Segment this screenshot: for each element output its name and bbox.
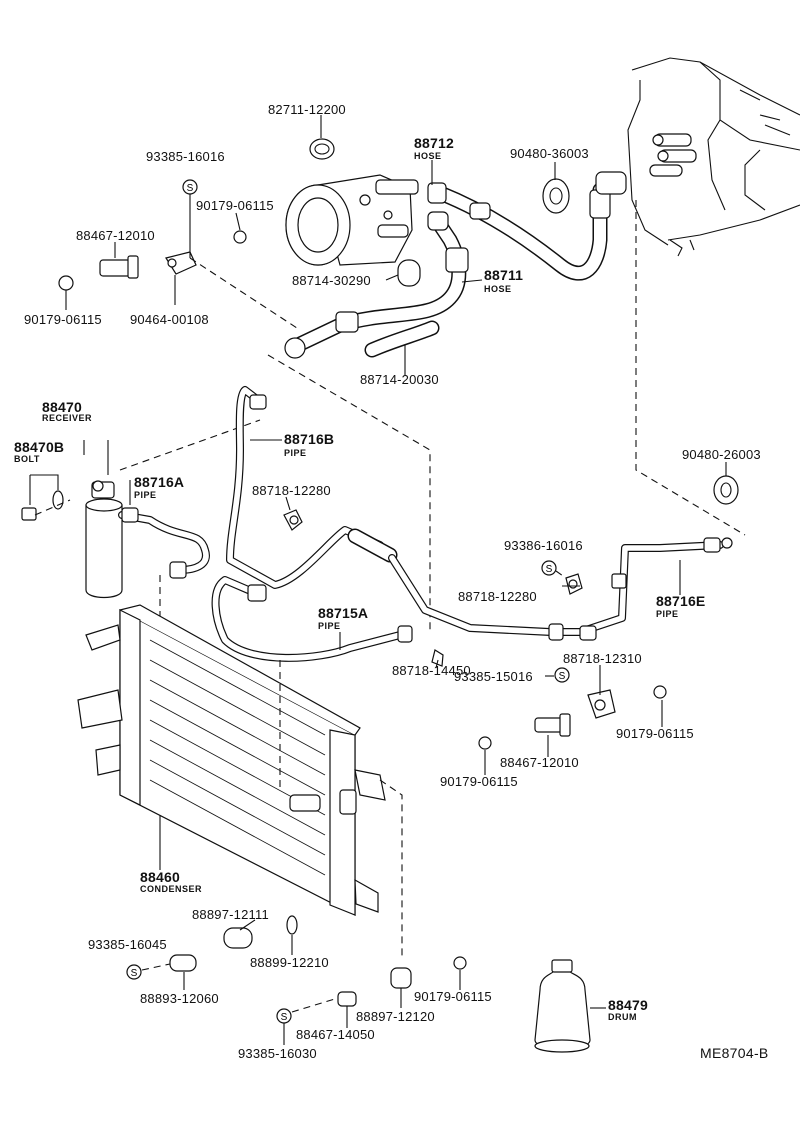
label-90179-06115-c: 90179-06115: [616, 726, 694, 741]
pipe-88716e-fitting: [703, 537, 721, 553]
bracket-90464-00108: [165, 251, 197, 275]
valve-88467-14050: [337, 991, 357, 1007]
label-90464-00108: 90464-00108: [130, 312, 209, 327]
label-88479-desc: DRUM: [608, 1012, 637, 1022]
nut-90179-06115-a: [233, 230, 247, 244]
bolt-88470b-shape: [21, 507, 37, 521]
label-90179-06115-b: 90179-06115: [24, 312, 102, 327]
label-88718-12280-b: 88718-12280: [458, 589, 537, 604]
switch-88467-12010-b: [534, 713, 571, 737]
hose-88712-shape: [427, 171, 627, 281]
label-88716e-desc: PIPE: [656, 609, 679, 619]
label-88467-14050: 88467-14050: [296, 1027, 375, 1042]
label-90179-06115-d: 90179-06115: [440, 774, 518, 789]
label-88715a-desc: PIPE: [318, 621, 341, 631]
svg-text:S: S: [131, 968, 138, 979]
nut-90179-06115-b: [58, 275, 74, 291]
pipe-88716b-shape: [249, 394, 398, 563]
label-88897-12120: 88897-12120: [356, 1009, 435, 1024]
label-88893-12060: 88893-12060: [140, 991, 219, 1006]
label-88718-14450: 88718-14450: [392, 663, 471, 678]
svg-text:S: S: [187, 183, 194, 194]
label-88718-12280-a: 88718-12280: [252, 483, 331, 498]
label-90179-06115-a: 90179-06115: [196, 198, 274, 213]
pipe-88716a-fitting: [121, 507, 139, 523]
label-88711-desc: HOSE: [484, 284, 512, 294]
clamp-88718-14450: [431, 649, 444, 667]
label-90179-06115-e: 90179-06115: [414, 989, 492, 1004]
label-82711-12200: 82711-12200: [268, 102, 346, 117]
plug-88893-12060: [169, 954, 197, 972]
hose-88711-shape: [284, 211, 469, 359]
label-88716a: 88716A: [134, 474, 185, 490]
label-88712-desc: HOSE: [414, 151, 442, 161]
diagram-code: ME8704-B: [700, 1045, 769, 1061]
svg-text:S: S: [281, 1012, 288, 1023]
label-88718-12310: 88718-12310: [563, 651, 642, 666]
label-88714-20030: 88714-20030: [360, 372, 439, 387]
nut-90179-06115-d: [653, 685, 667, 699]
label-93385-15016: 93385-15016: [454, 669, 533, 684]
label-88711: 88711: [484, 267, 524, 283]
label-88716b: 88716B: [284, 431, 335, 447]
plug-88897-12120: [390, 967, 412, 989]
oring-88899-12210: [286, 915, 298, 935]
label-88716b-desc: PIPE: [284, 448, 307, 458]
label-93385-16045: 93385-16045: [88, 937, 167, 952]
label-88899-12210: 88899-12210: [250, 955, 329, 970]
label-88716a-desc: PIPE: [134, 490, 157, 500]
nut-90179-06115-c: [478, 736, 492, 750]
label-88470b: 88470B: [14, 439, 65, 455]
svg-text:S: S: [559, 671, 566, 682]
switch-88467-12010-a: [99, 255, 139, 279]
svg-text:S: S: [546, 564, 553, 575]
condenser-88460-shape: [77, 604, 386, 916]
label-88470b-desc: BOLT: [14, 454, 40, 464]
grommet-90480-36003: [542, 178, 570, 214]
engine-block-illustration: [627, 57, 800, 257]
label-93385-16016: 93385-16016: [146, 149, 225, 164]
label-90480-36003: 90480-36003: [510, 146, 589, 161]
label-88470: 88470: [42, 399, 82, 415]
plug-88897-12111: [223, 927, 253, 949]
label-93385-16030: 93385-16030: [238, 1046, 317, 1061]
compressor-illustration: [285, 174, 419, 266]
clamp-82711-12200: [309, 138, 335, 160]
label-88467-12010-b: 88467-12010: [500, 755, 579, 770]
pipe-88715a-fitting: [247, 584, 267, 602]
drum-88479-shape: [534, 959, 591, 1053]
label-88470-desc: RECEIVER: [42, 413, 93, 423]
label-88479: 88479: [608, 997, 648, 1013]
label-88712: 88712: [414, 135, 454, 151]
nut-90179-06115-e: [453, 956, 467, 970]
label-88460-desc: CONDENSER: [140, 884, 203, 894]
label-90480-26003: 90480-26003: [682, 447, 761, 462]
label-88714-30290: 88714-30290: [292, 273, 371, 288]
label-88467-12010-a: 88467-12010: [76, 228, 155, 243]
grommet-90480-26003: [713, 475, 739, 505]
receiver-88470-shape: [85, 480, 123, 599]
label-88460: 88460: [140, 869, 180, 885]
label-93386-16016: 93386-16016: [504, 538, 583, 553]
sleeve-88714-30290: [397, 259, 421, 287]
label-88897-12111: 88897-12111: [192, 907, 269, 922]
label-88715a: 88715A: [318, 605, 369, 621]
label-88716e: 88716E: [656, 593, 706, 609]
